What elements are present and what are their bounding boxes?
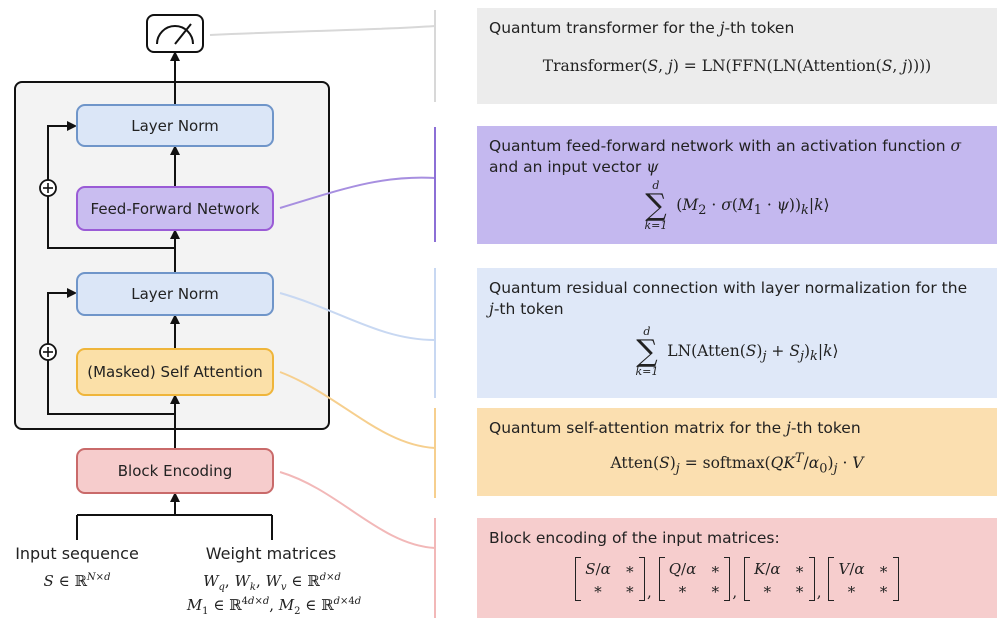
flow-arrows (76, 51, 273, 540)
self-attention-formula: Atten(S)j = softmax(QKT/α0)j · V (610, 451, 864, 477)
matrix-k: K/α∗∗∗ (744, 557, 815, 601)
residual-formula: d∑k=1 LN(Atten(S)j + Sj)k|k⟩ (635, 325, 839, 378)
input-sequence-label: Input sequence (15, 544, 139, 563)
measurement-meter-icon (146, 14, 204, 53)
panel-title: Quantum transformer for the j-th token (489, 19, 795, 37)
weight-matrices-label: Weight matrices (205, 544, 337, 563)
block-encoding-matrices: S/α∗∗∗, Q/α∗∗∗, K/α∗∗∗, V/α∗∗∗ (489, 557, 985, 601)
panel-self-attention: Quantum self-attention matrix for the j-… (477, 408, 997, 496)
input-sequence-math: S ∈ ℝN×d (43, 572, 111, 590)
panel-title: Quantum feed-forward network with an act… (489, 137, 962, 176)
matrix-v: V/α∗∗∗ (828, 557, 899, 601)
layer-norm-bottom-node: Layer Norm (76, 272, 274, 316)
layer-norm-top-node: Layer Norm (76, 104, 274, 147)
panel-title: Block encoding of the input matrices: (489, 529, 780, 547)
matrix-q: Q/α∗∗∗ (658, 557, 731, 601)
circled-plus-icon (39, 343, 57, 361)
block-encoding-node: Block Encoding (76, 448, 274, 494)
panel-residual: Quantum residual connection with layer n… (477, 268, 997, 398)
matrix-s: S/α∗∗∗ (575, 557, 645, 601)
summation-symbol: d∑k=1 (644, 179, 668, 232)
summation-symbol: d∑k=1 (635, 325, 659, 378)
feed-forward-node: Feed-Forward Network (76, 186, 274, 231)
connector-lines (209, 25, 436, 549)
panel-transformer: Quantum transformer for the j-th token T… (477, 8, 997, 104)
weight-matrices-line-1: Wq, Wk, Wv ∈ ℝd×d (203, 572, 341, 593)
transformer-block-container (14, 81, 330, 430)
panel-feed-forward: Quantum feed-forward network with an act… (477, 126, 997, 244)
feed-forward-formula: d∑k=1 (M2 · σ(M1 · ψ))k|k⟩ (644, 179, 830, 232)
circled-plus-icon (39, 179, 57, 197)
panel-title: Quantum self-attention matrix for the j-… (489, 419, 861, 437)
self-attention-node: (Masked) Self Attention (76, 348, 274, 396)
panel-title: Quantum residual connection with layer n… (489, 279, 968, 318)
transformer-formula: Transformer(S, j) = LN(FFN(LN(Attention(… (542, 57, 932, 75)
panel-block-encoding: Block encoding of the input matrices: S/… (477, 518, 997, 618)
weight-matrices-line-2: M1 ∈ ℝ4d×d, M2 ∈ ℝd×4d (186, 596, 362, 617)
